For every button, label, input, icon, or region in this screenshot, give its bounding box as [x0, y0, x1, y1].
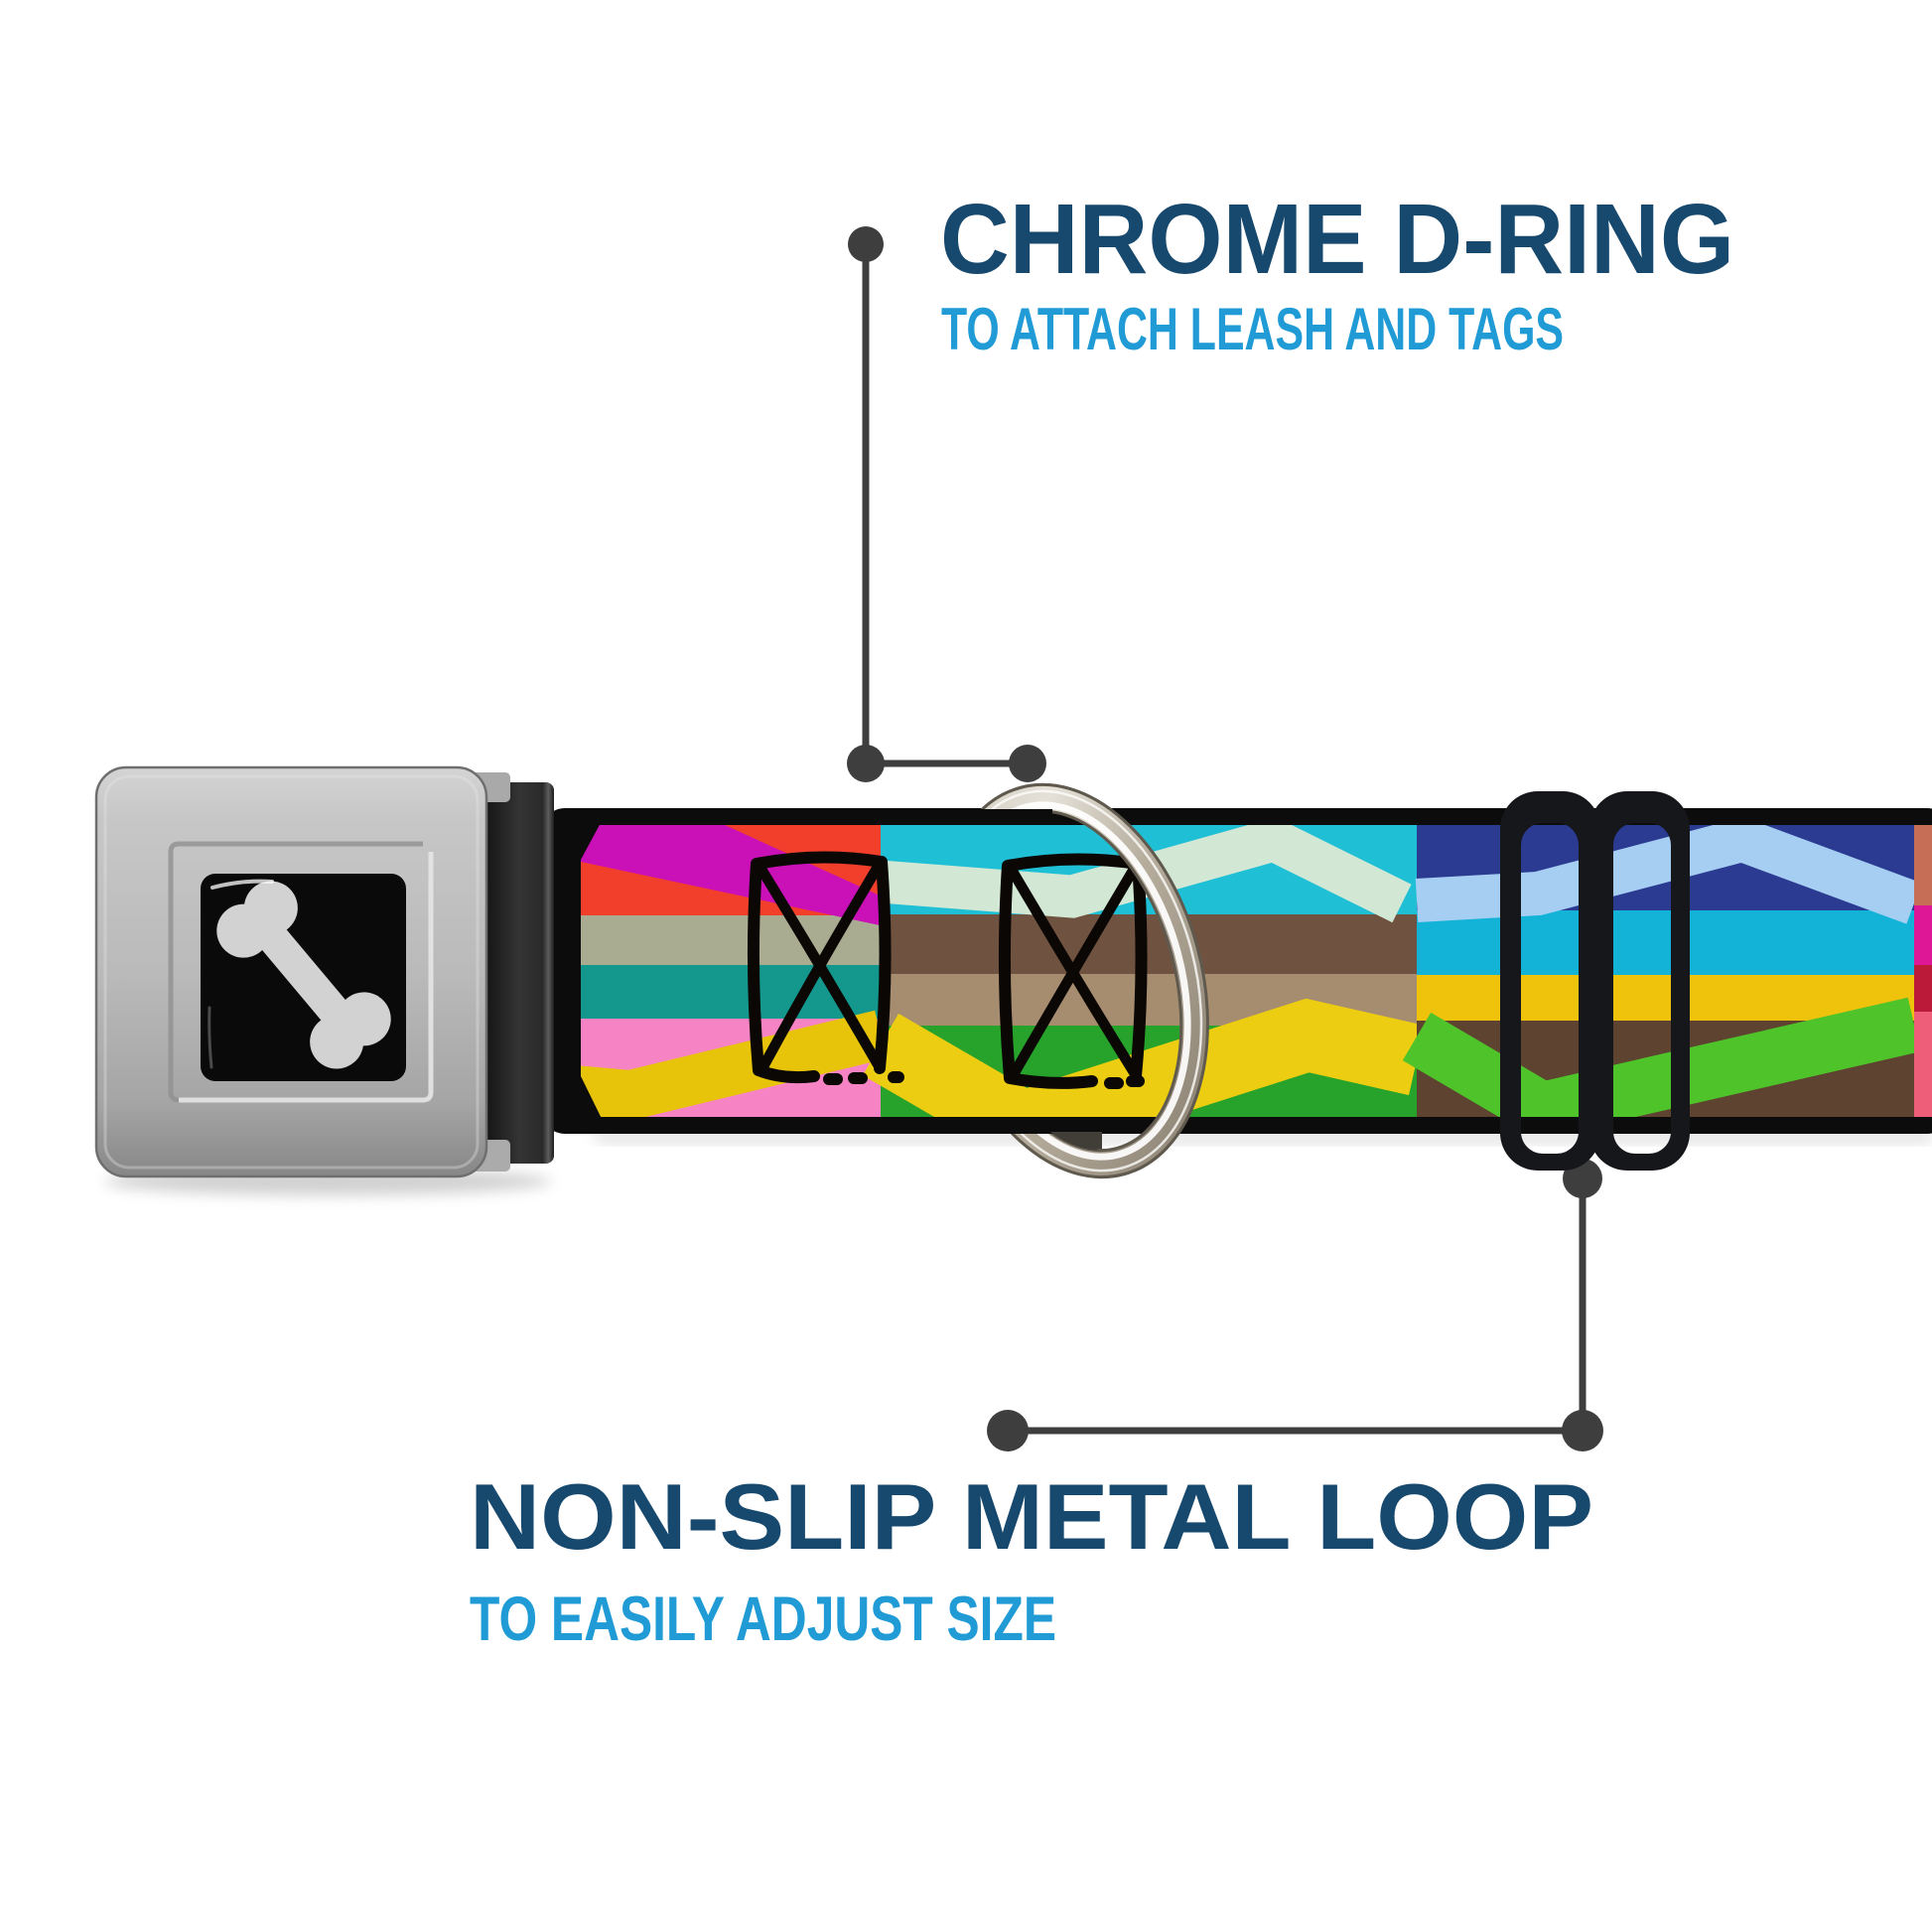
svg-text:TO ATTACH LEASH AND TAGS: TO ATTACH LEASH AND TAGS [941, 296, 1564, 362]
svg-text:TO EASILY ADJUST SIZE: TO EASILY ADJUST SIZE [470, 1585, 1056, 1654]
svg-text:NON-SLIP METAL LOOP: NON-SLIP METAL LOOP [470, 1464, 1593, 1569]
svg-text:CHROME D-RING: CHROME D-RING [940, 184, 1734, 295]
